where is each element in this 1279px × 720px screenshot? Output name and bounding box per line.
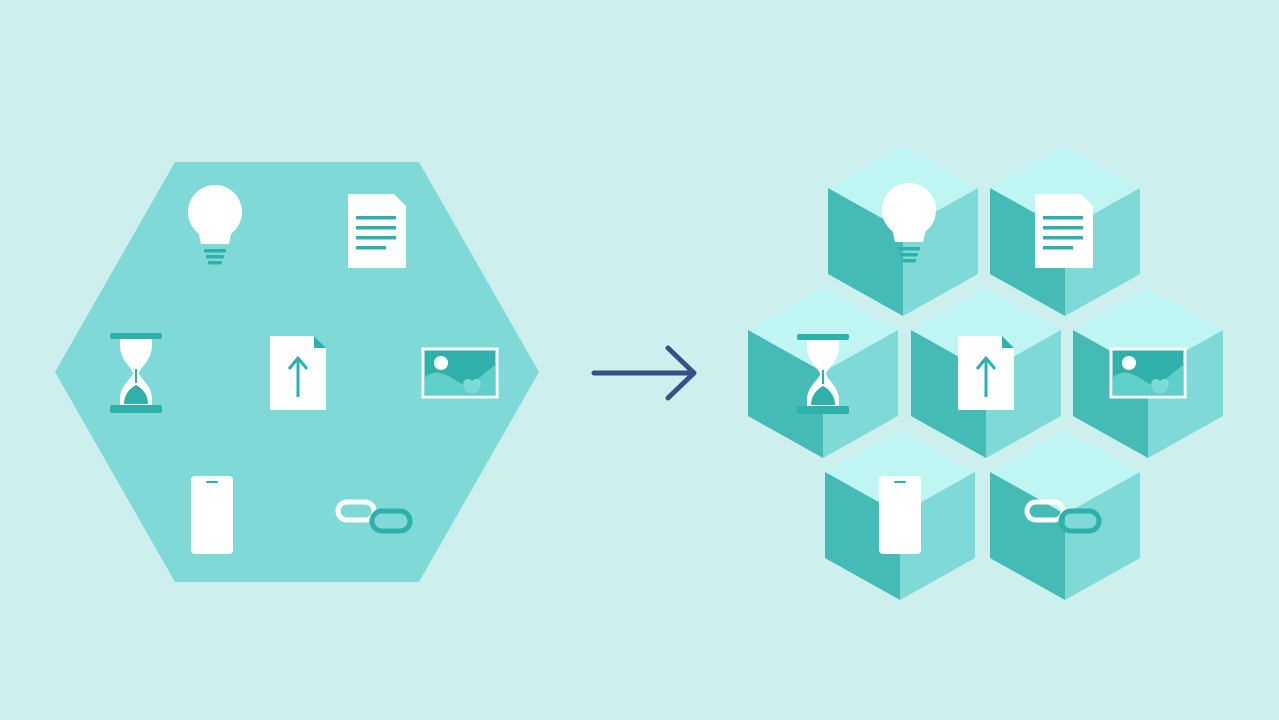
document-icon	[1035, 194, 1093, 268]
smartphone-icon	[191, 476, 233, 554]
file-upload-icon	[268, 334, 328, 412]
cube-file-upload	[911, 288, 1061, 458]
cube-smartphone	[825, 430, 975, 600]
source-hexagon-group	[55, 162, 539, 582]
image-icon	[1109, 347, 1187, 399]
smartphone-icon	[879, 476, 921, 554]
cube-document	[990, 146, 1140, 316]
document-icon	[348, 194, 406, 268]
file-upload-icon	[956, 334, 1016, 412]
cube-hourglass	[748, 288, 898, 458]
cube-image	[1073, 288, 1223, 458]
cube-lightbulb	[828, 146, 978, 316]
image-icon	[421, 347, 499, 399]
cube-cluster	[748, 146, 1223, 600]
transform-arrow	[591, 345, 697, 401]
cube-link	[990, 430, 1140, 600]
